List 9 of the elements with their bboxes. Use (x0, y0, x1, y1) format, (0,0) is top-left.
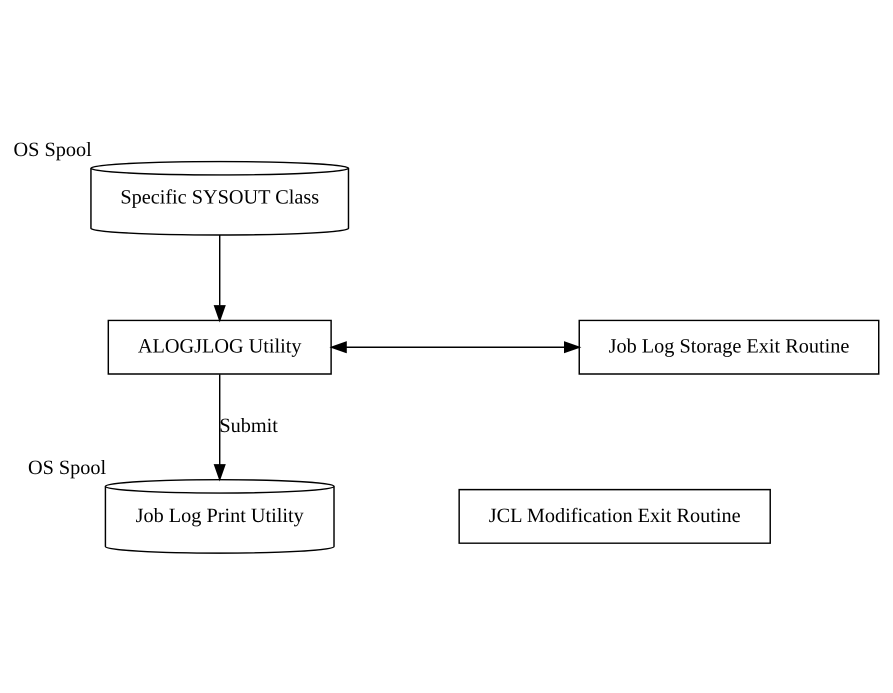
node-box: ALOGJLOG Utility (108, 320, 332, 375)
arrow (214, 374, 226, 482)
node-box: Job Log Storage Exit Routine (578, 320, 880, 375)
edge-label: Submit (219, 415, 278, 438)
node-label: OS Spool (13, 138, 92, 161)
node-label: OS Spool (28, 457, 106, 480)
node-box: JCL Modification Exit Routine (458, 488, 771, 544)
arrow (329, 341, 582, 354)
arrow (214, 235, 226, 323)
